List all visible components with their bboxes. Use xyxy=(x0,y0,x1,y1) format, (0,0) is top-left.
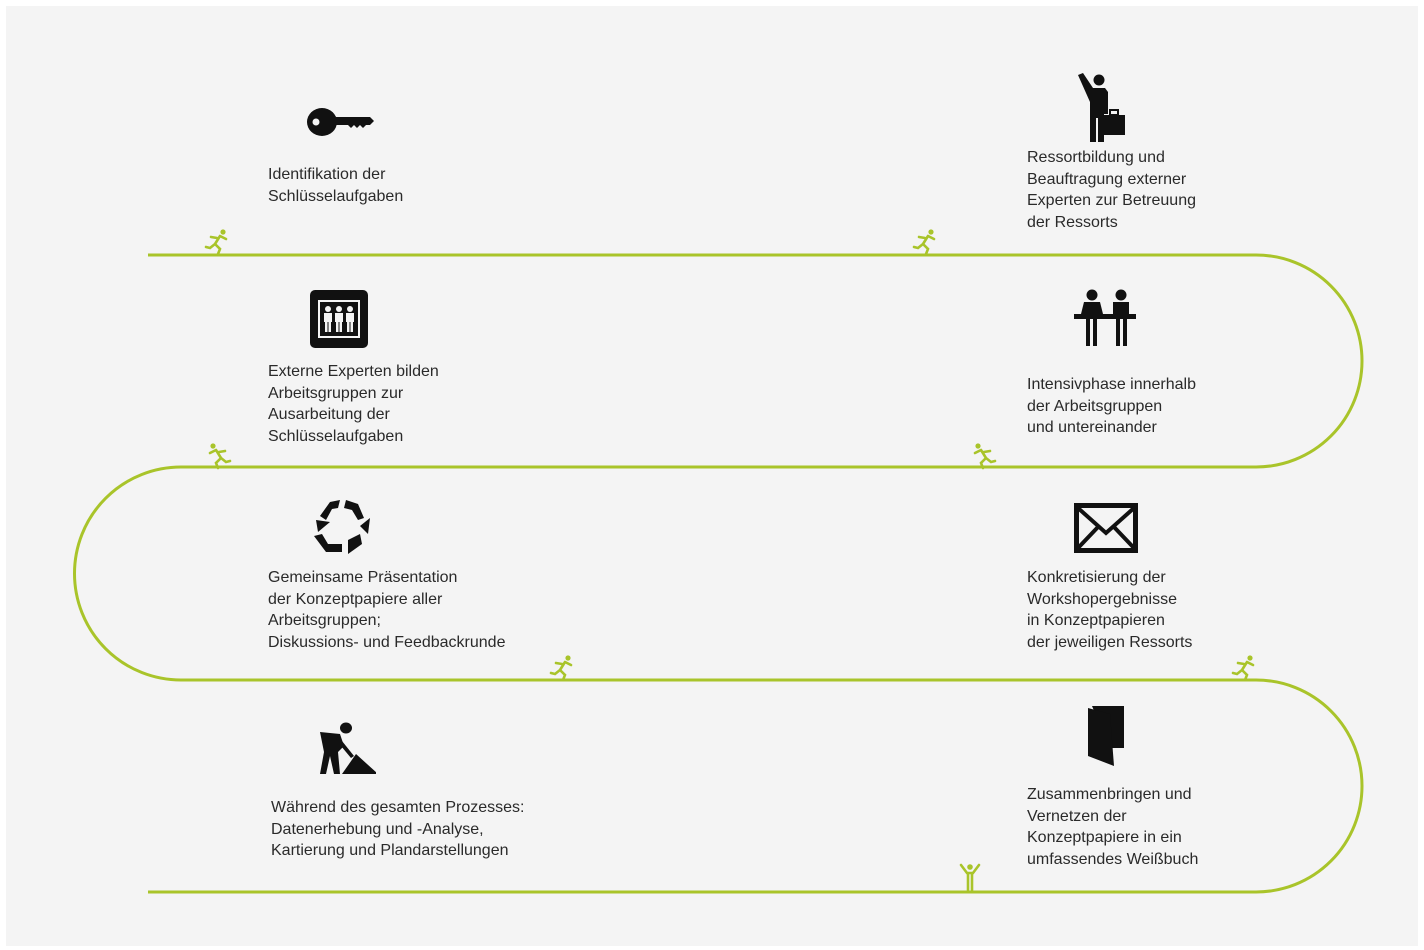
construction-worker-icon xyxy=(320,722,376,774)
step-8-text: Zusammenbringen und Vernetzen der Konzep… xyxy=(1027,786,1199,868)
step-5-text: Gemeinsame Präsentation der Konzeptpapie… xyxy=(268,569,506,651)
step-3-text: Externe Experten bilden Arbeitsgruppen z… xyxy=(268,363,439,445)
runner-icon xyxy=(204,229,228,256)
step-2-text: Ressortbildung und Beauftragung externer… xyxy=(1027,149,1196,231)
runner-icon xyxy=(549,655,573,682)
process-diagram: Identifikation der Schlüsselaufgaben Res… xyxy=(6,6,1418,946)
envelope-icon xyxy=(1074,503,1138,553)
traveler-with-suitcase-icon xyxy=(1078,73,1125,142)
runner-icon xyxy=(1231,655,1255,682)
step-7-text: Während des gesamten Prozesses: Datenerh… xyxy=(271,799,525,859)
key-icon xyxy=(307,108,374,136)
door-icon xyxy=(1088,706,1124,766)
finish-person-icon xyxy=(959,863,981,892)
process-path xyxy=(73,253,1364,894)
runner-left-icon xyxy=(208,443,232,470)
step-6-text: Konkretisierung der Workshopergebnisse i… xyxy=(1027,569,1193,651)
runner-left-icon xyxy=(973,443,997,470)
meeting-people-icon xyxy=(1074,289,1136,346)
runner-icon xyxy=(912,229,936,256)
step-1-text: Identifikation der Schlüsselaufgaben xyxy=(268,166,404,205)
working-group-icon xyxy=(310,290,368,348)
recycle-arrows-icon xyxy=(314,500,370,554)
step-4-text: Intensivphase innerhalb der Arbeitsgrupp… xyxy=(1027,376,1197,436)
